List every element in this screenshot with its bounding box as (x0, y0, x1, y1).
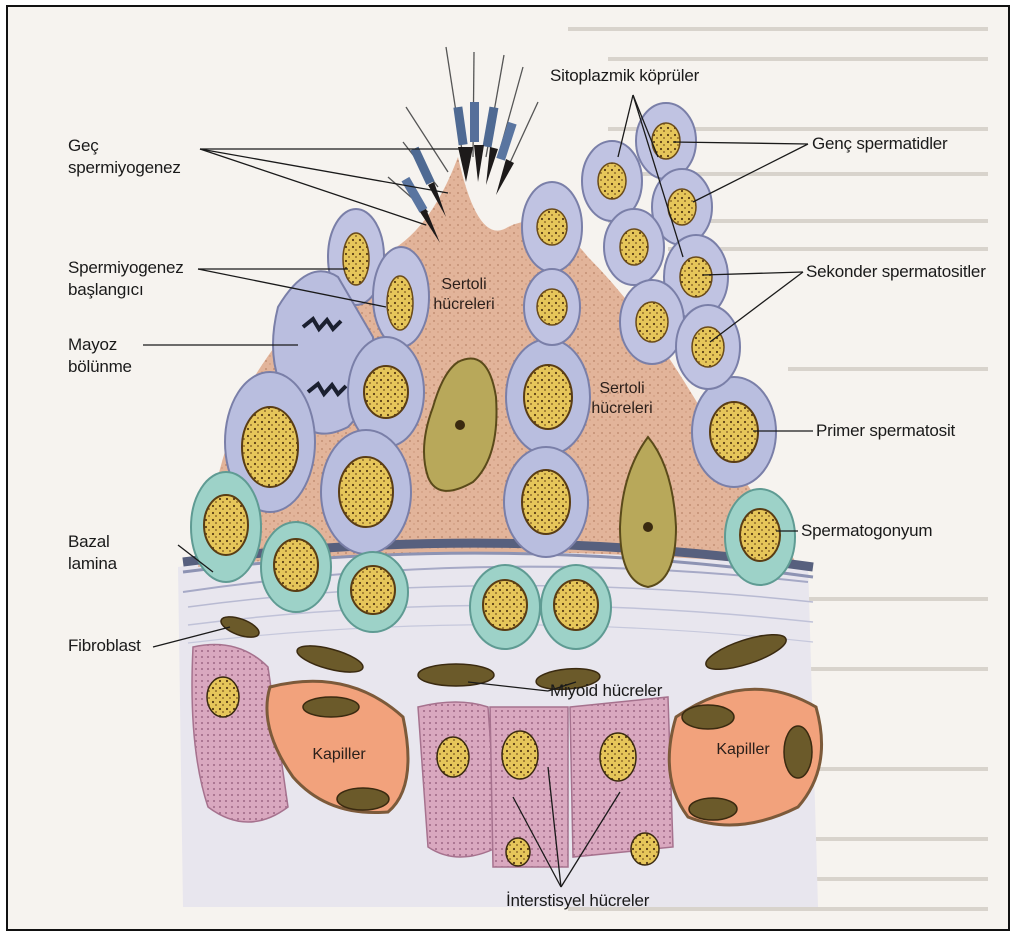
label-interstitial-cells: İnterstisyel hücreler (506, 890, 649, 912)
label-capillary-right: Kapiller (708, 740, 778, 760)
label-line: lamina (68, 553, 117, 575)
label-myoid-cells: Miyoid hücreler (550, 680, 662, 702)
figure-frame: Geç spermiyogenez Spermiyogenez başlangı… (6, 5, 1010, 931)
label-secondary-spermatocytes: Sekonder spermatositler (806, 261, 986, 283)
label-line: Bazal (68, 531, 117, 553)
label-line: Geç (68, 135, 181, 157)
label-sertoli-left: Sertoli hücreleri (428, 275, 500, 315)
label-spermatogonium: Spermatogonyum (801, 520, 932, 542)
label-fibroblast: Fibroblast (68, 635, 141, 657)
label-basal-lamina: Bazal lamina (68, 531, 117, 575)
label-sertoli-right: Sertoli hücreleri (586, 379, 658, 419)
label-line: bölünme (68, 356, 132, 378)
label-line: Sertoli (428, 275, 500, 295)
label-early-spermatids: Genç spermatidler (812, 133, 948, 155)
label-primary-spermatocyte: Primer spermatosit (816, 420, 955, 442)
label-capillary-left: Kapiller (304, 745, 374, 765)
label-cytoplasmic-bridges: Sitoplazmik köprüler (550, 65, 699, 87)
label-line: spermiyogenez (68, 157, 181, 179)
label-line: Mayoz (68, 334, 132, 356)
label-spermiogenesis-start: Spermiyogenez başlangıcı (68, 257, 184, 301)
label-line: Sertoli (586, 379, 658, 399)
label-line: başlangıcı (68, 279, 184, 301)
label-late-spermiogenesis: Geç spermiyogenez (68, 135, 181, 179)
label-line: hücreleri (428, 295, 500, 315)
label-line: Spermiyogenez (68, 257, 184, 279)
label-line: hücreleri (586, 399, 658, 419)
label-meiosis: Mayoz bölünme (68, 334, 132, 378)
